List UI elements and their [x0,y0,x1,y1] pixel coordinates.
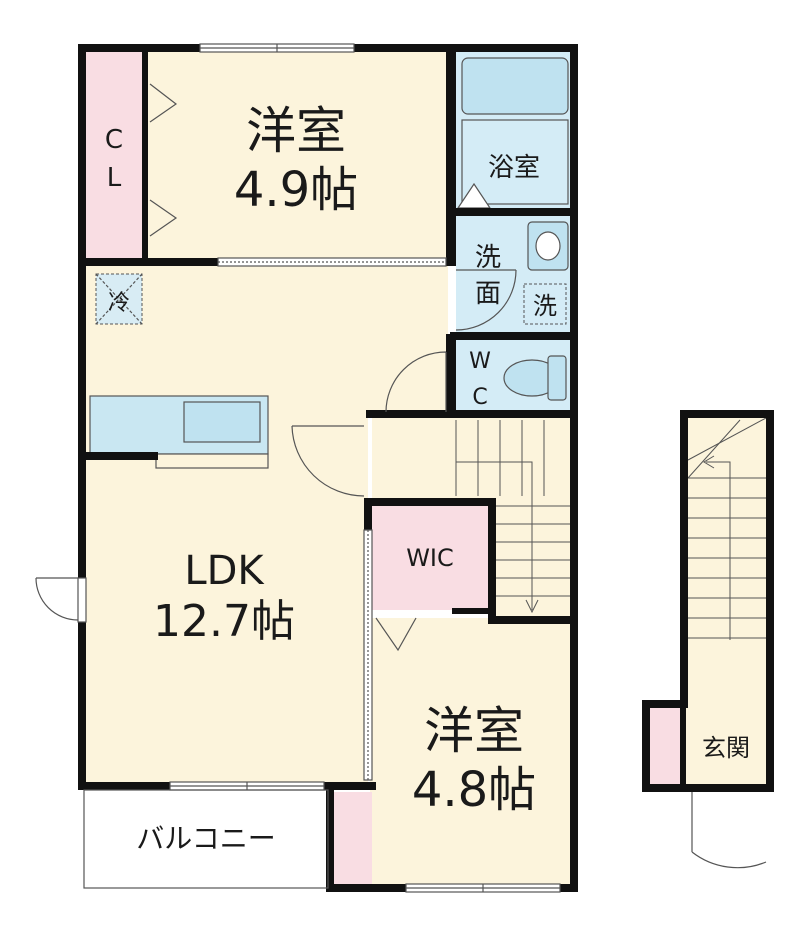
stair-tread [687,419,741,479]
western-room-south-floor [370,618,572,886]
floor-fills [82,52,768,890]
fridge-cross-b [95,273,143,325]
room-south-name: 洋室 [424,702,524,760]
fridge-cross-a [95,273,143,325]
wic-door-mark [375,617,417,652]
ldk-name: LDK [184,548,265,594]
toilet-label-1: W [469,349,491,374]
wall-east [570,44,578,892]
windows [77,43,561,893]
closet-door-marks [149,83,178,123]
ldk-floor-lower [86,416,368,784]
wall-entrance-closet [680,704,686,786]
stairs [455,420,570,614]
door-entrance [691,792,767,869]
wic-label: WIC [406,544,454,572]
bath-floor-line [461,119,569,205]
window-west [77,577,87,623]
door-west [35,577,79,621]
wall-entrance-west [642,700,650,790]
south-room-closet-floor [332,792,372,886]
wall-wic-east [488,498,496,622]
bathtub [461,57,569,115]
closet-label-2: L [107,163,122,193]
room-north-size: 4.9帖 [234,162,358,218]
wall-west [78,44,86,790]
wall-kitchen-stub [86,452,158,460]
wall-stairwell-top [680,410,774,418]
labels: 洋室 4.9帖 C L 浴室 洗 面 洗 W C 冷 LDK 12.7帖 WIC… [105,102,750,855]
wall-wic-top [364,498,496,506]
wall-balcony-closet [326,784,334,892]
wall-wc-bottom [366,410,578,418]
ldk-floor [86,266,448,416]
wall-closet-divider [142,52,148,262]
wall-bath-bottom [450,208,572,216]
room-north-name: 洋室 [246,102,346,160]
kitchen-counter-base [155,453,269,469]
stair-arrow-line [456,461,533,610]
stair-arrow-line [706,461,731,640]
door-washroom [455,269,517,331]
closet-floor [86,52,142,258]
fridge-label: 冷 [108,291,130,316]
laundry-pan [523,283,567,325]
stair-arrow-head [703,455,715,469]
wall-entrance-bottom [642,784,774,792]
entrance-label: 玄関 [702,734,750,762]
wall-wic-bottom [452,608,496,614]
closet-label-1: C [105,125,123,155]
wall-stairs-bottom [488,616,578,624]
balcony-floor [82,790,328,890]
toilet-tank [547,355,567,401]
stair-arrow-head [525,599,539,614]
toilet-label-2: C [472,385,487,410]
wall-wash-bottom [450,332,572,340]
door-wc [385,351,447,413]
stairs-floor [494,418,572,618]
kitchen-sink [183,401,261,443]
entrance-closet-floor [650,708,684,784]
balcony-rail [83,789,329,889]
room-south-size: 4.8帖 [412,762,536,818]
bath-label: 浴室 [488,153,540,183]
wall-stairwell-east [766,410,774,790]
washroom-label-2: 面 [475,279,501,309]
laundry-label: 洗 [533,292,557,320]
wall-wet-west [446,44,456,266]
western-room-north-floor [148,52,448,264]
wic-floor [372,504,488,610]
door-ldk-hall [291,425,365,497]
stairs-entrance [687,417,767,640]
fixtures [89,57,569,469]
doors [35,83,767,889]
washbasin-bowl [535,231,561,261]
washroom-label-1: 洗 [475,243,501,273]
wall-wc-west [446,334,456,414]
wall-entrance-top [642,700,688,708]
balcony-label: バルコニー [136,822,275,855]
wall-stairwell-west [680,410,688,704]
stair-tread [687,417,767,461]
ldk-size: 12.7帖 [153,596,295,647]
entrance-floor [686,708,768,788]
